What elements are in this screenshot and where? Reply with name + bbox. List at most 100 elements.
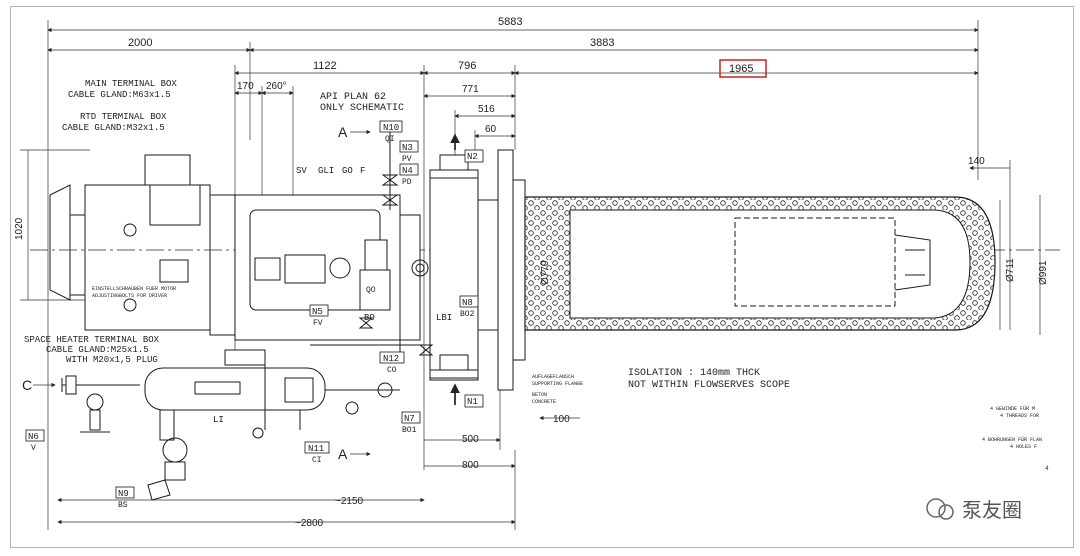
dim-771: 771 [462, 84, 479, 95]
isolation-label-1: ISOLATION : 140mm THCK [628, 368, 760, 379]
adjust-note-2: ADJUSTINGBOLTS FOR DRIVER [92, 293, 167, 299]
label-gli: GLI [318, 166, 334, 176]
svg-text:BO2: BO2 [460, 310, 475, 319]
tag-n10: N10 QI [379, 120, 403, 144]
tag-n12: N12 CO [379, 351, 405, 375]
dim-770: Ø770 [540, 260, 551, 285]
dim-2150: ~2150 [335, 496, 364, 507]
note-right-5: 4 [1045, 465, 1049, 472]
svg-text:N7: N7 [404, 414, 415, 424]
pump-casing [429, 133, 526, 405]
svg-text:PV: PV [402, 155, 412, 164]
dim-overall: 5883 [498, 16, 522, 28]
support-label-2: SUPPORTING FLANGE [532, 381, 583, 387]
tag-n9: N9 BS [115, 486, 135, 510]
tag-n4: N4 PD [399, 163, 419, 187]
svg-text:N3: N3 [402, 143, 413, 153]
note-right-4: 4 HOLES F [1010, 444, 1037, 450]
label-li: LI [213, 415, 224, 425]
rtd-gland-label: CABLE GLAND:M32x1.5 [62, 123, 165, 133]
dim-140: 140 [968, 156, 985, 167]
dim-516: 516 [478, 104, 495, 115]
dim-170: 170 [237, 81, 254, 92]
svg-text:N2: N2 [467, 152, 478, 162]
svg-text:QI: QI [385, 135, 395, 144]
tag-n5: N5 FV [309, 304, 329, 328]
beton-label-1: BETON [532, 392, 547, 398]
api-plan-label-2: ONLY SCHEMATIC [320, 103, 404, 114]
tag-n8: N8 BO2 [459, 295, 479, 319]
svg-text:N4: N4 [402, 166, 413, 176]
dim-right: 3883 [590, 37, 614, 49]
svg-text:N5: N5 [312, 307, 323, 317]
dim-800: 800 [462, 460, 479, 471]
svg-text:N8: N8 [462, 298, 473, 308]
dim-500: 500 [462, 434, 479, 445]
dim-796: 796 [458, 60, 476, 72]
svg-text:N6: N6 [28, 432, 39, 442]
dim-260: 260° [266, 81, 287, 92]
isolated-column [524, 196, 996, 331]
tag-n11: N11 CI [304, 441, 330, 465]
svg-text:N9: N9 [118, 489, 129, 499]
watermark: 泵友圈 [926, 498, 1022, 522]
svg-text:BS: BS [118, 501, 128, 510]
tag-n2: N2 [464, 149, 484, 163]
dim-60: 60 [485, 124, 497, 135]
note-right-3: 4 BOHRUNGEN FÜR FLAN [982, 436, 1042, 443]
svg-text:CO: CO [387, 366, 397, 375]
section-a-top: A [338, 124, 348, 140]
svg-text:N1: N1 [467, 397, 478, 407]
note-right-2: 4 THREADS FOR [1000, 413, 1039, 419]
label-go: GO [342, 166, 353, 176]
svg-text:N12: N12 [383, 354, 399, 364]
space-heater-label-2: CABLE GLAND:M25x1.5 [46, 345, 149, 355]
label-bo: BO [364, 313, 375, 323]
svg-text:CI: CI [312, 456, 322, 465]
api-plan-label-1: API PLAN 62 [320, 92, 386, 103]
svg-text:N10: N10 [383, 123, 399, 133]
dim-100: 100 [553, 414, 570, 425]
section-a-bottom: A [338, 446, 348, 462]
svg-text:PD: PD [402, 178, 412, 187]
space-heater-label-1: SPACE HEATER TERMINAL BOX [24, 335, 160, 345]
dim-2800: ~2800 [295, 518, 324, 529]
space-heater-label-3: WITH M20x1,5 PLUG [66, 355, 158, 365]
beton-label-2: CONCRETE [532, 399, 556, 405]
dim-991: Ø991 [1038, 260, 1049, 285]
dim-711: Ø711 [1005, 258, 1016, 282]
watermark-icon [926, 498, 946, 518]
label-c: C [22, 377, 32, 393]
tag-n1: N1 [464, 394, 484, 408]
tag-n6: N6 V [25, 429, 45, 453]
label-f: F [360, 166, 365, 176]
annotation-texts: MAIN TERMINAL BOX CABLE GLAND:M63x1.5 RT… [22, 79, 1049, 472]
label-sv: SV [296, 166, 307, 176]
dimension-texts: 5883 2000 3883 1122 796 1965 170 260° 77… [14, 16, 1049, 529]
label-qo: QO [366, 286, 376, 295]
support-label-1: AUFLAGEFLANSCH [532, 374, 574, 380]
adjust-note-1: EINSTELLSCHRAUBEN FUER MOTOR [92, 286, 176, 292]
label-lbi: LBI [436, 313, 452, 323]
highlight-box [719, 59, 767, 78]
tag-n3: N3 PV [399, 140, 419, 164]
nozzle-tags: N10 QI N3 PV N4 PD N2 N5 FV N8 BO2 [25, 120, 484, 510]
api-plan-piping [61, 130, 434, 501]
dim-seal: 1122 [313, 60, 337, 72]
svg-text:N11: N11 [308, 444, 324, 454]
svg-text:V: V [31, 444, 36, 453]
watermark-text: 泵友圈 [962, 498, 1022, 522]
motor-assembly [30, 154, 1060, 336]
isolation-label-2: NOT WITHIN FLOWSERVES SCOPE [628, 380, 790, 391]
tag-n7: N7 BO1 [401, 411, 421, 435]
svg-text:FV: FV [313, 319, 323, 328]
note-right-1: 4 GEWINDE FÜR M [990, 405, 1035, 412]
dim-1965: 1965 [729, 63, 753, 75]
dim-1020: 1020 [14, 217, 25, 240]
main-terminal-box-label: MAIN TERMINAL BOX [85, 79, 177, 89]
dim-left: 2000 [128, 37, 152, 49]
rtd-terminal-box-label: RTD TERMINAL BOX [80, 112, 167, 122]
svg-text:BO1: BO1 [402, 426, 417, 435]
